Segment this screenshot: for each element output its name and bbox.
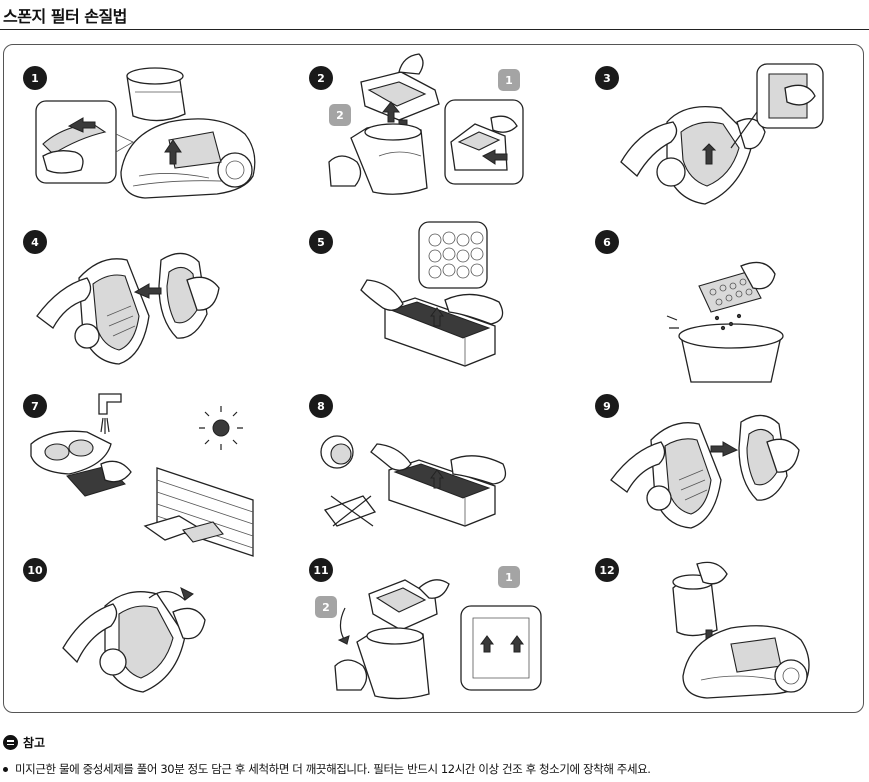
step-number-badge: 3 [595, 66, 619, 90]
step-5-illustration [295, 216, 571, 376]
sub-step-badge: 1 [498, 566, 520, 588]
title-divider [0, 29, 869, 30]
step-6: 6 [581, 216, 857, 376]
step-1-illustration [9, 52, 285, 212]
illustration-panel: 1 2 1 2 [3, 44, 864, 713]
step-11: 11 1 2 [295, 544, 571, 704]
step-9: 9 [581, 380, 857, 540]
step-3-illustration [581, 52, 857, 212]
step-number-badge: 10 [23, 558, 47, 582]
step-number-badge: 11 [309, 558, 333, 582]
note-heading-label: 참고 [23, 736, 46, 750]
step-12-illustration [581, 544, 857, 704]
step-number-badge: 12 [595, 558, 619, 582]
step-2-illustration [295, 52, 571, 212]
step-5: 5 [295, 216, 571, 376]
note-icon [3, 735, 18, 750]
step-6-illustration [581, 216, 857, 376]
sub-step-badge: 2 [315, 596, 337, 618]
step-9-illustration [581, 380, 857, 540]
step-10: 10 [9, 544, 285, 704]
step-4-illustration [9, 216, 285, 376]
note-item: 미지근한 물에 중성세제를 풀어 30분 정도 담근 후 세척하면 더 깨끗해집… [3, 761, 651, 777]
step-number-badge: 5 [309, 230, 333, 254]
sub-step-badge: 1 [498, 69, 520, 91]
step-10-illustration [9, 544, 285, 704]
step-number-badge: 8 [309, 394, 333, 418]
step-number-badge: 9 [595, 394, 619, 418]
step-number-badge: 6 [595, 230, 619, 254]
step-2: 2 1 2 [295, 52, 571, 212]
step-11-illustration [295, 544, 571, 704]
step-number-badge: 1 [23, 66, 47, 90]
step-4: 4 [9, 216, 285, 376]
step-8: 8 [295, 380, 571, 540]
sub-step-badge: 2 [329, 104, 351, 126]
page-title: 스폰지 필터 손질법 [3, 7, 127, 26]
step-12: 12 [581, 544, 857, 704]
bullet-icon [3, 766, 8, 772]
step-number-badge: 4 [23, 230, 47, 254]
step-number-badge: 2 [309, 66, 333, 90]
step-8-illustration [295, 380, 571, 540]
note-item-text: 미지근한 물에 중성세제를 풀어 30분 정도 담근 후 세척하면 더 깨끗해집… [15, 762, 651, 776]
step-3: 3 [581, 52, 857, 212]
step-7: 7 [9, 380, 285, 540]
step-7-illustration [9, 380, 285, 540]
step-number-badge: 7 [23, 394, 47, 418]
step-1: 1 [9, 52, 285, 212]
note-heading: 참고 [3, 734, 45, 751]
